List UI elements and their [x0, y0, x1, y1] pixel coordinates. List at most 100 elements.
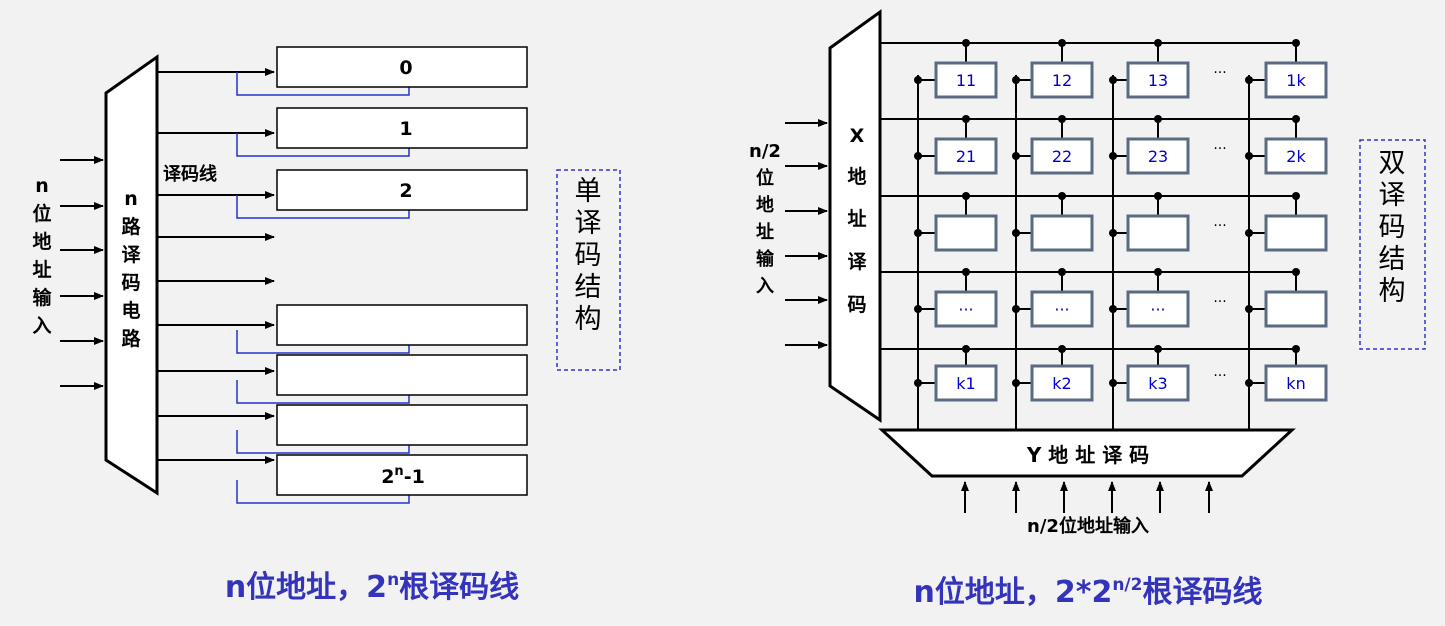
memory-cell [1264, 137, 1328, 175]
row-junction-dot [1058, 345, 1066, 353]
row-junction-dot [962, 345, 970, 353]
memory-cell [1126, 61, 1190, 99]
x-decoder-char: 址 [847, 208, 866, 230]
row-junction-dot [1058, 115, 1066, 123]
column-ellipsis: ··· [1213, 218, 1226, 234]
column-junction-dot [1245, 305, 1253, 313]
memory-cell [934, 61, 998, 99]
double-structure-label: 双 译 码 结 构 [1379, 148, 1406, 307]
memory-cell [276, 169, 528, 211]
column-junction-dot [1109, 229, 1117, 237]
cell-label: 12 [1052, 71, 1072, 90]
decoder-char: n [124, 188, 138, 210]
x-decoder-char: 译 [847, 251, 867, 273]
column-junction-dot [914, 152, 922, 160]
row-junction-dot [962, 39, 970, 47]
row-junction-dot [962, 192, 970, 200]
double-structure-box [1359, 139, 1426, 350]
cell-label: 23 [1148, 147, 1168, 166]
column-junction-dot [1012, 379, 1020, 387]
column-junction-dot [1012, 229, 1020, 237]
cell-label: 2k [1286, 147, 1306, 166]
left-input-arrows [60, 156, 104, 390]
cell-label: 21 [956, 147, 976, 166]
row-junction-dot [1292, 115, 1300, 123]
column-junction-dot [1245, 229, 1253, 237]
column-junction-dot [1012, 76, 1020, 84]
column-junction-dot [1245, 76, 1253, 84]
bit-line [236, 330, 410, 354]
column-ellipsis: ··· [1213, 141, 1226, 157]
cell-label: k3 [1148, 374, 1167, 393]
cell-label: k1 [956, 374, 975, 393]
x-decoder-label: X 地 址 译 码 [847, 125, 867, 316]
column-junction-dot [1245, 152, 1253, 160]
memory-cell [1126, 364, 1190, 402]
bit-line [236, 195, 410, 219]
structure-char: 单 [575, 176, 602, 207]
left-input-char: 址 [32, 259, 51, 281]
column-ellipsis: ··· [1213, 294, 1226, 310]
memory-cell [1126, 214, 1190, 252]
left-input-char: 输 [32, 286, 52, 309]
memory-cell [276, 404, 528, 446]
structure-char: 构 [1379, 276, 1406, 307]
decoder-char: 路 [121, 215, 141, 238]
column-junction-dot [1109, 379, 1117, 387]
decoder-char: 电 [121, 299, 140, 322]
memory-cell [1030, 214, 1094, 252]
right-input-label: n/2 位 地 址 输 入 [749, 141, 781, 297]
memory-cell [934, 137, 998, 175]
single-structure-label: 单 译 码 结 构 [575, 176, 602, 335]
structure-char: 构 [575, 304, 602, 335]
structure-char: 码 [575, 240, 602, 271]
decoder-char: 译 [121, 244, 141, 266]
row-junction-dot [1292, 345, 1300, 353]
cell-label: 11 [956, 71, 976, 90]
structure-char: 结 [1379, 244, 1406, 275]
right-input-char: n/2 [749, 141, 781, 162]
column-junction-dot [914, 305, 922, 313]
cell-label: 2 [399, 180, 412, 202]
column-junction-dot [1012, 305, 1020, 313]
row-junction-dot [1154, 345, 1162, 353]
cell-label: ··· [1054, 300, 1069, 319]
bit-line [236, 133, 410, 157]
cell-label: 1 [399, 118, 412, 140]
row-junction-dot [1154, 268, 1162, 276]
structure-char: 结 [575, 272, 602, 303]
cell-label: 13 [1148, 71, 1168, 90]
last-cell-label: 2n-1 [381, 464, 425, 488]
column-junction-dot [914, 229, 922, 237]
row-junction-dot [962, 115, 970, 123]
bit-line [236, 480, 410, 504]
column-junction-dot [1245, 379, 1253, 387]
memory-cell [1030, 290, 1094, 328]
cell-label: k2 [1052, 374, 1071, 393]
right-caption: n位地址，2*2n/2根译码线 [914, 575, 1263, 610]
n-way-decoder-block [104, 54, 159, 496]
single-structure-box [556, 169, 621, 371]
y-address-decoder-block [878, 428, 1296, 478]
cell-label: kn [1286, 374, 1305, 393]
memory-cell [1264, 214, 1328, 252]
x-decoder-char: 码 [847, 294, 866, 316]
bottom-input-label: n/2位地址输入 [1027, 515, 1149, 537]
memory-cell [1030, 61, 1094, 99]
cell-label: 22 [1052, 147, 1072, 166]
memory-cell [1126, 137, 1190, 175]
row-junction-dot [1154, 39, 1162, 47]
memory-cell [1264, 61, 1328, 99]
right-input-char: 入 [756, 276, 774, 297]
row-junction-dot [1292, 192, 1300, 200]
bottom-input-arrows [961, 481, 1213, 513]
column-junction-dot [1109, 152, 1117, 160]
row-junction-dot [1154, 192, 1162, 200]
left-caption: n位地址，2n根译码线 [225, 570, 519, 605]
right-input-arrows [785, 119, 828, 349]
memory-cell [276, 354, 528, 396]
right-input-char: 地 [756, 194, 774, 216]
row-junction-dot [1058, 39, 1066, 47]
memory-cell [276, 304, 528, 346]
